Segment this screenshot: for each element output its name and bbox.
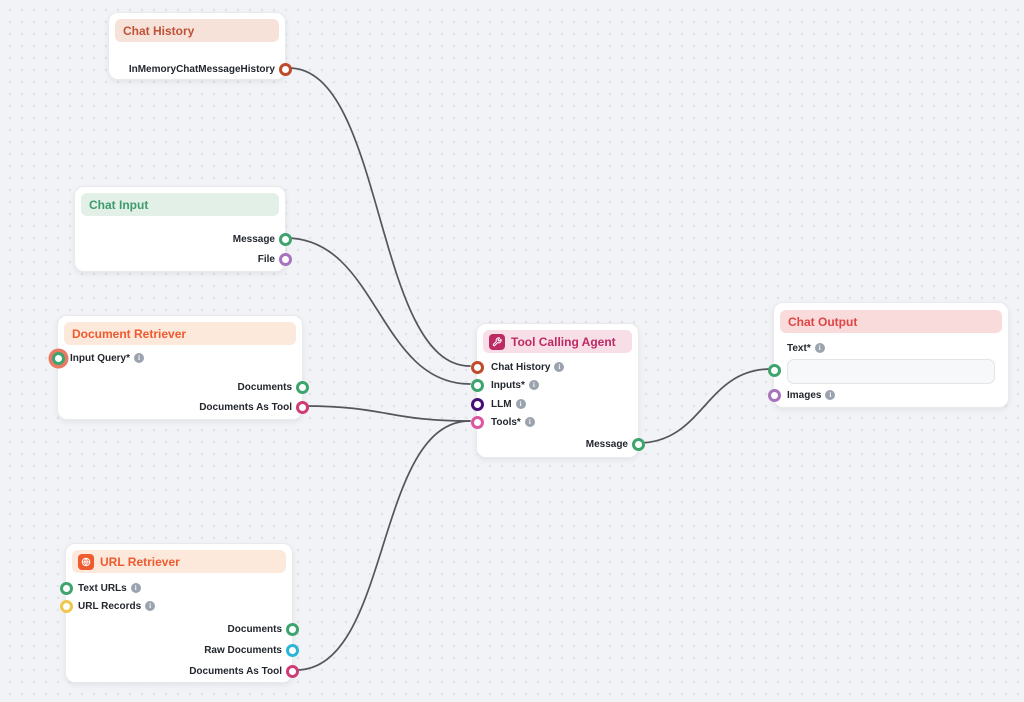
input-label: Text URLs bbox=[78, 582, 127, 594]
output-row: Message bbox=[233, 232, 275, 246]
input-row: URL Records bbox=[78, 599, 156, 613]
output-label: InMemoryChatMessageHistory bbox=[128, 63, 275, 75]
input-handle-url-records[interactable] bbox=[59, 599, 73, 613]
node-header: URL Retriever bbox=[72, 550, 286, 573]
output-label: Documents As Tool bbox=[189, 665, 282, 677]
output-row: Documents As Tool bbox=[199, 400, 292, 414]
output-handle-documents-as-tool[interactable] bbox=[285, 664, 299, 678]
output-row: Documents bbox=[228, 622, 282, 636]
node-tool-calling-agent[interactable]: Tool Calling Agent Chat History Inputs* … bbox=[470, 323, 645, 458]
input-handle-text-urls[interactable] bbox=[59, 581, 73, 595]
globe-icon bbox=[78, 553, 94, 570]
edge-urlretriever-to-agent[interactable] bbox=[295, 420, 471, 671]
info-icon[interactable] bbox=[515, 399, 526, 409]
output-label: File bbox=[257, 253, 275, 265]
output-row: Raw Documents bbox=[204, 643, 282, 657]
output-row: File bbox=[258, 252, 275, 266]
node-header: Chat Output bbox=[780, 310, 1002, 333]
input-label: Images bbox=[787, 389, 822, 401]
info-icon[interactable] bbox=[524, 417, 535, 427]
input-handle-text[interactable] bbox=[767, 363, 781, 377]
node-url-retriever[interactable]: URL Retriever Text URLs URL Records Docu… bbox=[59, 543, 299, 683]
info-icon[interactable] bbox=[554, 362, 565, 372]
output-label: Message bbox=[232, 233, 275, 245]
output-row: Documents bbox=[238, 380, 292, 394]
output-row: InMemoryChatMessageHistory bbox=[129, 62, 275, 76]
node-title: Chat Input bbox=[89, 197, 149, 212]
info-icon[interactable] bbox=[814, 343, 825, 353]
input-label: LLM bbox=[491, 398, 512, 410]
node-document-retriever[interactable]: Document Retriever Input Query* Document… bbox=[51, 315, 309, 420]
node-header: Document Retriever bbox=[64, 322, 296, 345]
input-label: Inputs* bbox=[491, 379, 525, 391]
node-title: URL Retriever bbox=[100, 554, 180, 569]
input-handle-images[interactable] bbox=[767, 388, 781, 402]
node-chat-output[interactable]: Chat Output Text* Images bbox=[767, 302, 1009, 408]
node-title: Document Retriever bbox=[72, 326, 187, 341]
node-title: Chat Output bbox=[788, 314, 858, 329]
input-row: LLM bbox=[491, 397, 526, 411]
input-row: Text URLs bbox=[78, 581, 141, 595]
output-row: Documents As Tool bbox=[189, 664, 282, 678]
output-label: Message bbox=[585, 438, 628, 450]
output-label: Documents bbox=[237, 381, 292, 393]
edge-docretriever-to-agent[interactable] bbox=[303, 405, 471, 422]
output-handle-raw-documents[interactable] bbox=[285, 643, 299, 657]
input-label: Tools* bbox=[491, 416, 521, 428]
edge-chatinput-to-agent[interactable] bbox=[285, 237, 471, 385]
edge-chathistory-to-agent[interactable] bbox=[288, 67, 471, 367]
node-title: Tool Calling Agent bbox=[511, 334, 616, 349]
text-input[interactable] bbox=[787, 359, 995, 384]
input-handle-input-query[interactable] bbox=[51, 351, 65, 365]
output-handle-documents[interactable] bbox=[295, 380, 309, 394]
input-handle-chat-history[interactable] bbox=[470, 360, 484, 374]
node-header: Chat Input bbox=[81, 193, 279, 216]
input-label: Input Query* bbox=[70, 352, 131, 364]
input-label: Text* bbox=[787, 342, 811, 354]
output-label: Documents As Tool bbox=[199, 401, 292, 413]
node-header: Chat History bbox=[115, 19, 279, 42]
output-handle-file[interactable] bbox=[278, 252, 292, 266]
input-label: Chat History bbox=[491, 361, 551, 373]
input-handle-tools[interactable] bbox=[470, 415, 484, 429]
output-label: Raw Documents bbox=[204, 644, 282, 656]
output-handle-inmemorychatmessagehistory[interactable] bbox=[278, 62, 292, 76]
node-chat-history[interactable]: Chat History InMemoryChatMessageHistory bbox=[108, 12, 292, 80]
input-handle-inputs[interactable] bbox=[470, 378, 484, 392]
info-icon[interactable] bbox=[134, 353, 145, 363]
info-icon[interactable] bbox=[825, 390, 836, 400]
input-row: Tools* bbox=[491, 415, 535, 429]
node-title: Chat History bbox=[123, 23, 195, 38]
info-icon[interactable] bbox=[130, 583, 141, 593]
output-handle-message[interactable] bbox=[278, 232, 292, 246]
input-row: Inputs* bbox=[491, 378, 539, 392]
input-label: URL Records bbox=[78, 600, 142, 612]
output-handle-documents[interactable] bbox=[285, 622, 299, 636]
output-handle-documents-as-tool[interactable] bbox=[295, 400, 309, 414]
info-icon[interactable] bbox=[145, 601, 156, 611]
input-row: Images bbox=[787, 388, 836, 402]
input-row: Input Query* bbox=[70, 351, 145, 365]
input-row: Text* bbox=[787, 341, 825, 355]
output-row: Message bbox=[586, 437, 628, 451]
output-label: Documents bbox=[227, 623, 282, 635]
output-handle-message[interactable] bbox=[631, 437, 645, 451]
node-header: Tool Calling Agent bbox=[483, 330, 632, 353]
node-chat-input[interactable]: Chat Input Message File bbox=[74, 186, 292, 272]
input-row: Chat History bbox=[491, 360, 565, 374]
info-icon[interactable] bbox=[528, 380, 539, 390]
wrench-agent-icon bbox=[489, 333, 505, 350]
input-handle-llm[interactable] bbox=[470, 397, 484, 411]
edge-agent-to-chatoutput[interactable] bbox=[637, 368, 772, 444]
